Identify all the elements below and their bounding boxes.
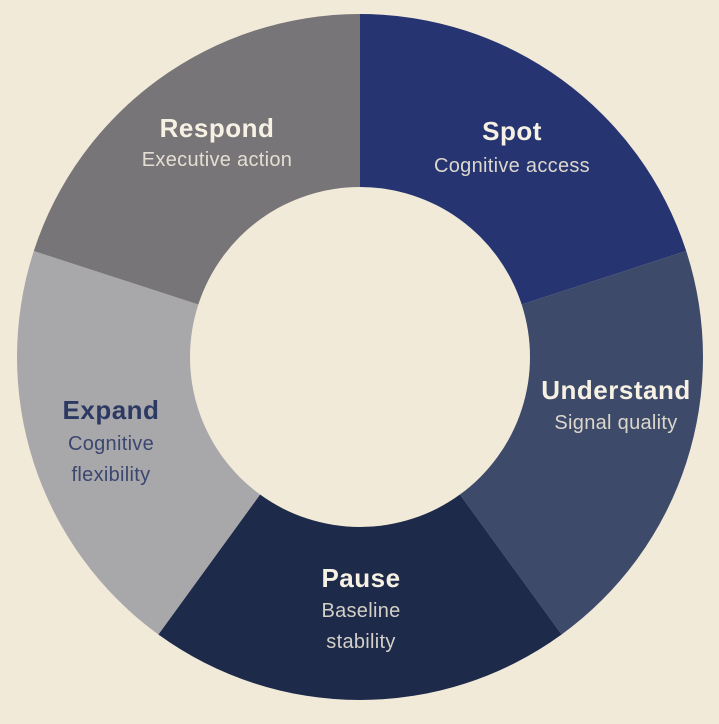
segment-understand bbox=[459, 251, 703, 635]
segment-spot bbox=[360, 14, 687, 305]
segment-label-pause: Pause bbox=[321, 563, 400, 593]
segment-respond bbox=[33, 14, 360, 305]
segment-label-spot: Spot bbox=[482, 116, 542, 146]
segment-label-understand: Understand bbox=[541, 375, 690, 405]
segment-sublabel-expand-1: flexibility bbox=[72, 464, 151, 486]
segment-pause bbox=[158, 494, 562, 700]
segment-sublabel-pause-1: stability bbox=[326, 631, 395, 653]
segment-sublabel-pause-0: Baseline bbox=[321, 600, 400, 622]
segment-sublabel-spot-0: Cognitive access bbox=[434, 155, 590, 177]
segment-label-respond: Respond bbox=[160, 113, 275, 143]
segment-expand bbox=[17, 251, 261, 635]
segment-sublabel-understand-0: Signal quality bbox=[554, 412, 677, 434]
segment-sublabel-respond-0: Executive action bbox=[142, 149, 292, 171]
segment-sublabel-expand-0: Cognitive bbox=[68, 433, 154, 455]
segment-label-expand: Expand bbox=[63, 395, 160, 425]
